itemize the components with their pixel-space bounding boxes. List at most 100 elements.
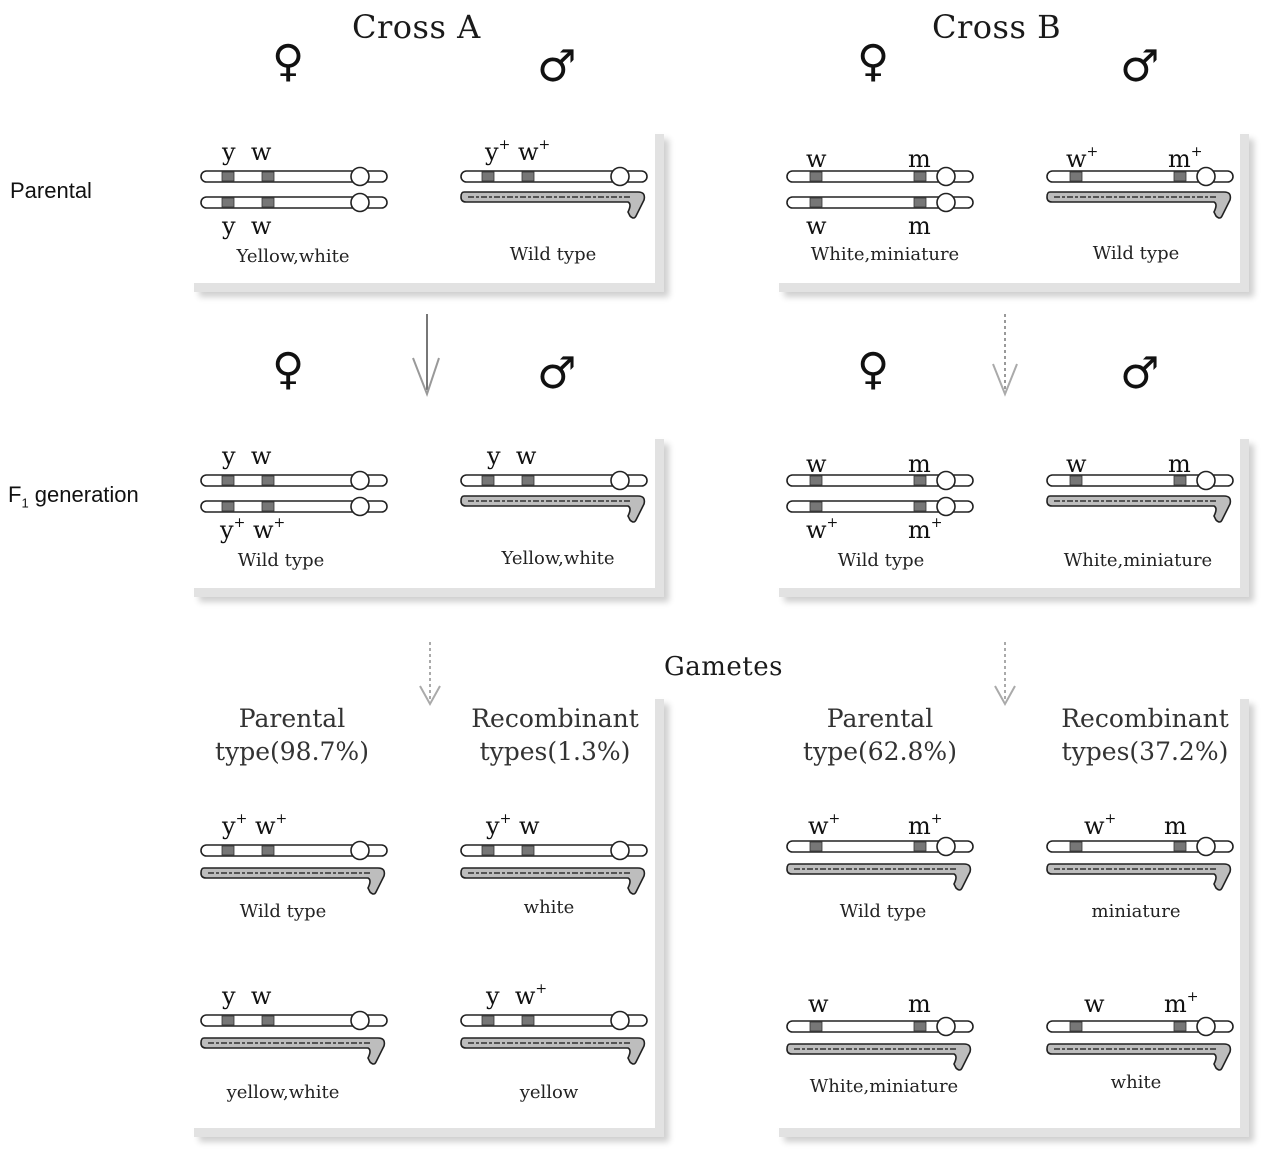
phenotype-caption: yellow,white (226, 1082, 340, 1103)
gene-label: m (1164, 812, 1187, 840)
row-label-f1: F1 generation (8, 482, 139, 511)
panel-a-gametes (185, 690, 655, 1128)
y-chromosome (460, 495, 646, 523)
down-arrow (419, 642, 441, 707)
gene-label: w (806, 145, 827, 173)
gene-label: m (908, 450, 931, 478)
gene-label: y+ w (486, 811, 540, 840)
panel-b-gametes (770, 690, 1240, 1128)
male-symbol: ♂ (537, 41, 577, 92)
x-chromosome (786, 166, 974, 187)
x-chromosome (460, 470, 648, 491)
x-chromosome (200, 496, 388, 517)
gene-label: w (806, 450, 827, 478)
gametes-heading: Gametes (664, 652, 783, 682)
x-chromosome (200, 470, 388, 491)
gene-label: m+ (1168, 144, 1203, 173)
female-symbol: ♀ (272, 344, 305, 395)
gene-label: y+ w+ (485, 137, 551, 166)
phenotype-caption: White,miniature (1063, 550, 1213, 571)
phenotype-caption: miniature (1091, 901, 1181, 922)
y-chromosome (786, 863, 972, 891)
gene-label: y w (222, 138, 272, 166)
phenotype-caption: White,miniature (809, 1076, 959, 1097)
x-chromosome (200, 1010, 388, 1031)
down-arrow (412, 314, 440, 397)
male-symbol: ♂ (1120, 348, 1160, 399)
gene-label: y w (222, 442, 272, 470)
gene-label: w+ (1084, 811, 1117, 840)
phenotype-caption: Wild type (509, 244, 597, 265)
male-symbol: ♂ (1120, 41, 1160, 92)
x-chromosome (786, 192, 974, 213)
x-chromosome (200, 840, 388, 861)
row-label-parental: Parental (10, 178, 92, 203)
x-chromosome (1046, 470, 1234, 491)
gene-label: m (908, 990, 931, 1018)
female-symbol: ♀ (857, 344, 890, 395)
gene-label: w (1084, 990, 1105, 1018)
phenotype-caption: Wild type (239, 901, 327, 922)
phenotype-caption: yellow (519, 1082, 579, 1103)
down-arrow (992, 314, 1018, 397)
y-chromosome (786, 1043, 972, 1071)
gene-label: w+ (808, 811, 841, 840)
phenotype-caption: White,miniature (810, 244, 960, 265)
y-chromosome (1046, 1043, 1232, 1071)
y-chromosome (200, 867, 386, 895)
phenotype-caption: Wild type (839, 901, 927, 922)
gene-label: y w (487, 442, 537, 470)
male-symbol: ♂ (537, 348, 577, 399)
y-chromosome (1046, 191, 1232, 219)
phenotype-caption: Yellow,white (501, 548, 615, 569)
x-chromosome (1046, 166, 1234, 187)
down-arrow (994, 642, 1016, 707)
gene-label: y w+ (486, 981, 548, 1010)
phenotype-caption: Wild type (237, 550, 325, 571)
x-chromosome (460, 1010, 648, 1031)
gene-label: w+ (1066, 144, 1099, 173)
x-chromosome (460, 166, 648, 187)
y-chromosome (1046, 863, 1232, 891)
x-chromosome (200, 192, 388, 213)
gene-label: m (1168, 450, 1191, 478)
y-chromosome (1046, 495, 1232, 523)
female-symbol: ♀ (272, 36, 305, 87)
cross-b-heading: Cross B (932, 8, 1062, 46)
phenotype-caption: Yellow,white (236, 246, 350, 267)
gene-label: m+ (1164, 989, 1199, 1018)
gene-label: y+ w+ (222, 811, 288, 840)
gene-label: y+ w+ (220, 515, 286, 544)
y-chromosome (200, 1037, 386, 1065)
x-chromosome (460, 840, 648, 861)
gene-label: m (908, 212, 931, 240)
phenotype-caption: Wild type (837, 550, 925, 571)
y-chromosome (460, 191, 646, 219)
phenotype-caption: white (1110, 1072, 1162, 1093)
gene-label: m (908, 145, 931, 173)
gene-label: m+ (908, 811, 943, 840)
x-chromosome (786, 836, 974, 857)
x-chromosome (200, 166, 388, 187)
gene-label: w (1066, 450, 1087, 478)
phenotype-caption: white (523, 897, 575, 918)
x-chromosome (1046, 836, 1234, 857)
female-symbol: ♀ (857, 36, 890, 87)
x-chromosome (786, 1016, 974, 1037)
gene-label: y w (222, 212, 272, 240)
gene-label: y w (222, 982, 272, 1010)
y-chromosome (460, 1037, 646, 1065)
gene-label: w (806, 212, 827, 240)
gene-label: w+ (806, 515, 839, 544)
gene-label: m+ (908, 515, 943, 544)
x-chromosome (786, 496, 974, 517)
x-chromosome (1046, 1016, 1234, 1037)
y-chromosome (460, 867, 646, 895)
x-chromosome (786, 470, 974, 491)
cross-a-heading: Cross A (352, 8, 481, 46)
gene-label: w (808, 990, 829, 1018)
